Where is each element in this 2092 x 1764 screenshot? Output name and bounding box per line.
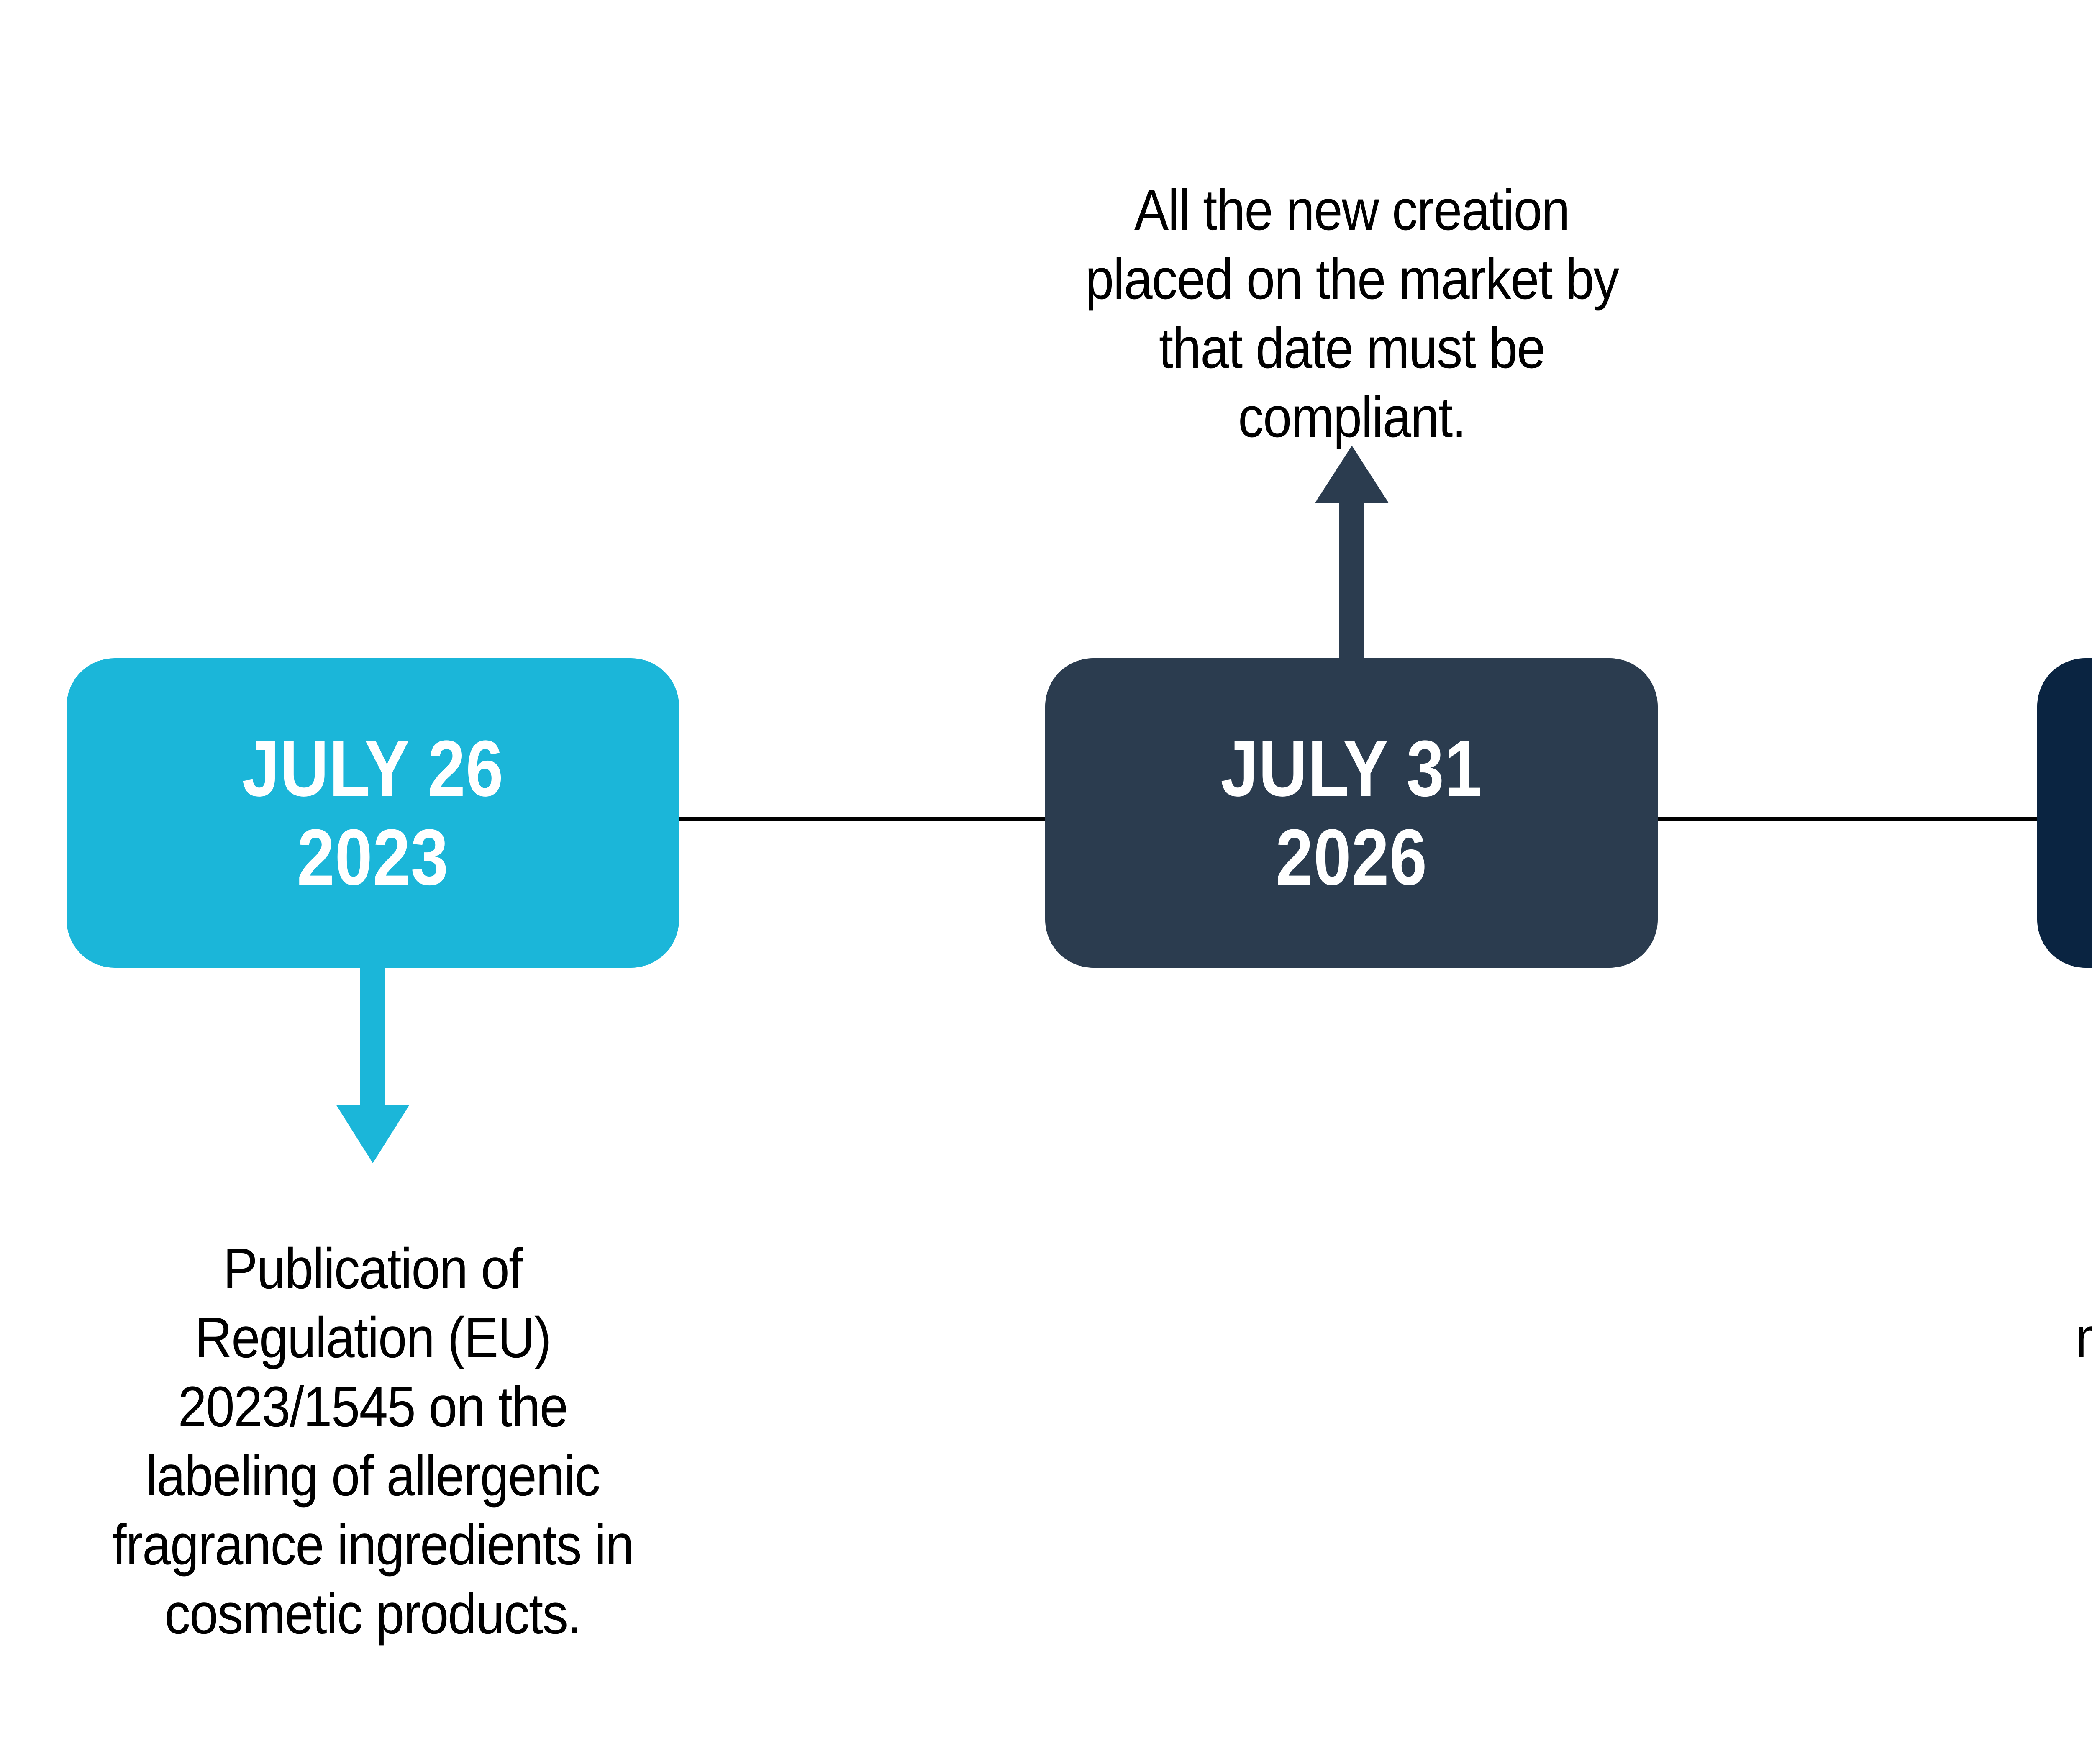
description-line: cosmetic products. [164, 1582, 582, 1646]
description-line: All the new creation [1134, 178, 1570, 242]
description-line: 2023/1545 on the [178, 1375, 568, 1439]
arrow-up-stem [1339, 501, 1364, 660]
description-line: that date must be [1159, 316, 1546, 380]
event-description-2026: All the new creation placed on the marke… [938, 176, 1766, 452]
description-line: Withdrawal from the [1929, 1234, 2092, 1303]
description-line: Publication of [223, 1237, 523, 1301]
description-line: compliant. [1238, 385, 1466, 449]
description-line: market of non-compliant [1929, 1303, 2092, 1372]
event-description-2028: Withdrawal from the market of non-compli… [1929, 1234, 2092, 1441]
event-date-2023: JULY 26 2023 [242, 724, 504, 902]
event-box-2023: JULY 26 2023 [67, 658, 679, 968]
event-box-2026: JULY 31 2026 [1045, 658, 1658, 968]
description-line: Regulation (EU) [195, 1306, 551, 1370]
date-line-year: 2026 [1275, 813, 1428, 902]
date-line-month-day: JULY 31 [1220, 724, 1482, 813]
description-line: labeling of allergenic [146, 1444, 600, 1508]
event-date-2026: JULY 31 2026 [1220, 724, 1482, 902]
description-line: placed on the market by [1085, 247, 1619, 311]
event-description-2023: Publication of Regulation (EU) 2023/1545… [34, 1234, 712, 1649]
description-line: products. [1929, 1372, 2092, 1441]
arrow-up-head [1315, 446, 1389, 503]
date-line-month-day: JULY 26 [242, 724, 504, 813]
description-line: fragrance ingredients in [112, 1513, 634, 1577]
event-box-2028: JULY 31 2028 [2037, 658, 2092, 968]
date-line-year: 2023 [297, 813, 449, 902]
arrow-down-head [336, 1105, 410, 1163]
arrow-down-stem [360, 966, 385, 1105]
